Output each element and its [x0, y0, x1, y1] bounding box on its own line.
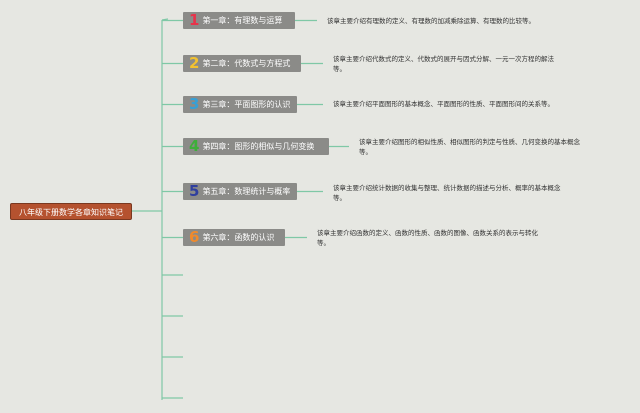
chapter-description-line: 该章主要介绍统计数据的收集与整理、统计数据的描述与分析、概率的基本概念: [333, 184, 561, 192]
chapter-number-icon: 6: [189, 228, 200, 246]
chapter-label: 第五章：数理统计与概率: [202, 187, 291, 196]
chapter-description-line: 该章主要介绍函数的定义、函数的性质、函数的图像、函数关系的表示与转化: [317, 229, 538, 237]
chapter-description: 该章主要介绍代数式的定义、代数式的展开与因式分解、一元一次方程的解法等。: [333, 54, 554, 74]
trunk-cap: [161, 18, 169, 21]
connector-lines: [132, 18, 349, 400]
chapter-number-icon: 5: [189, 182, 200, 200]
chapter-description-line: 等。: [333, 65, 346, 73]
chapter-number-icon: 3: [189, 95, 200, 113]
chapter-description-line: 该章主要介绍代数式的定义、代数式的展开与因式分解、一元一次方程的解法: [333, 55, 554, 63]
root-node-label: 八年级下册数学各章知识笔记: [19, 208, 123, 217]
chapter-label: 第一章：有理数与运算: [202, 16, 283, 25]
chapter-label: 第四章：图形的相似与几何变换: [202, 142, 315, 151]
chapter-description-line: 该章主要介绍平面图形的基本概念、平面图形的性质、平面图形间的关系等。: [333, 100, 554, 108]
chapter-description-line: 等。: [317, 239, 330, 247]
chapter-number-icon: 1: [189, 11, 200, 29]
chapter-description: 该章主要介绍有理数的定义、有理数的加减乘除运算、有理数的比较等。: [327, 16, 535, 26]
chapter-description: 该章主要介绍函数的定义、函数的性质、函数的图像、函数关系的表示与转化等。: [317, 228, 538, 248]
chapter-description: 该章主要介绍统计数据的收集与整理、统计数据的描述与分析、概率的基本概念等。: [333, 183, 561, 203]
chapter-description: 该章主要介绍图形的相似性质、相似图形的判定与性质、几何变换的基本概念等。: [359, 137, 580, 157]
chapter-label: 第三章：平面图形的认识: [202, 100, 291, 109]
chapter-description-line: 该章主要介绍有理数的定义、有理数的加减乘除运算、有理数的比较等。: [327, 17, 535, 25]
root-node[interactable]: 八年级下册数学各章知识笔记: [10, 203, 132, 220]
chapter-label: 第六章：函数的认识: [202, 233, 275, 242]
chapter-number-icon: 4: [189, 137, 200, 155]
chapter-label: 第二章：代数式与方程式: [202, 59, 291, 68]
chapter-description-line: 该章主要介绍图形的相似性质、相似图形的判定与性质、几何变换的基本概念: [359, 138, 580, 146]
chapter-number-icon: 2: [189, 54, 200, 72]
chapter-description: 该章主要介绍平面图形的基本概念、平面图形的性质、平面图形间的关系等。: [333, 99, 554, 109]
chapter-description-line: 等。: [333, 194, 346, 202]
chapter-description-line: 等。: [359, 148, 372, 156]
